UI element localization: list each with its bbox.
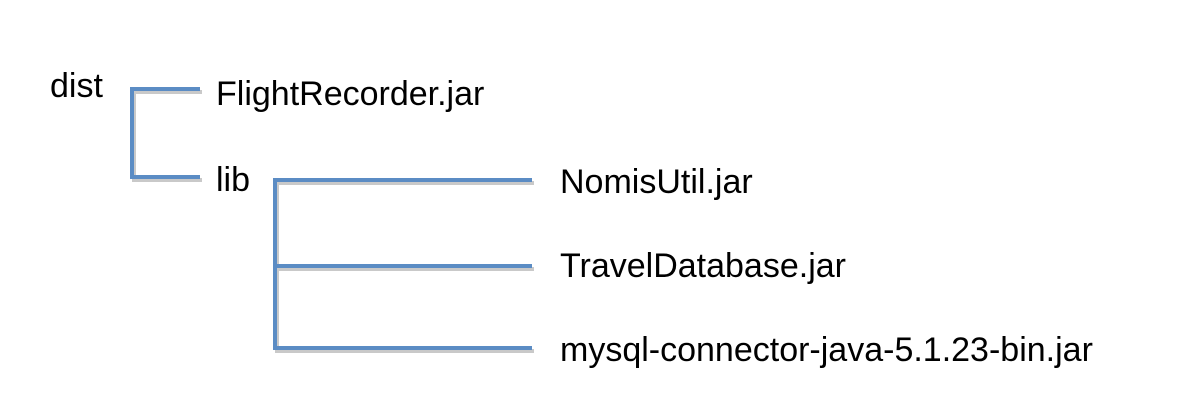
tree-node-nomisutil-jar: NomisUtil.jar xyxy=(560,163,753,201)
tree-node-flightrecorder-jar: FlightRecorder.jar xyxy=(216,75,485,113)
connector-shadow-dist xyxy=(132,90,202,182)
tree-node-traveldatabase-jar: TravelDatabase.jar xyxy=(560,247,846,285)
tree-node-mysql-connector-jar: mysql-connector-java-5.1.23-bin.jar xyxy=(560,331,1093,369)
connector-dist-to-children xyxy=(130,87,200,179)
tree-node-dist: dist xyxy=(50,67,103,105)
tree-node-lib: lib xyxy=(216,161,251,199)
connector-shadows xyxy=(132,90,534,353)
connector-lib-to-children xyxy=(273,178,532,350)
